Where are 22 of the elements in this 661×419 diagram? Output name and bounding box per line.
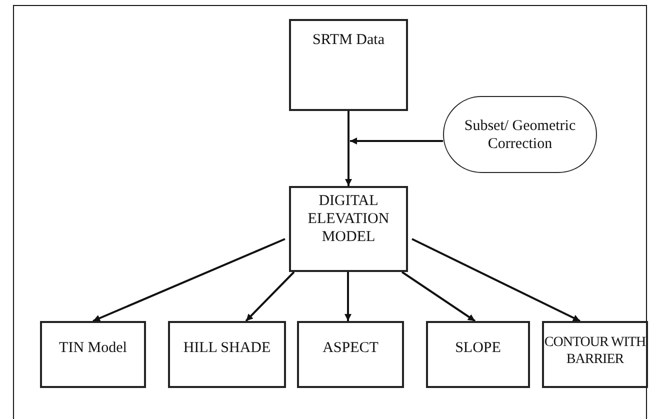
process-box	[297, 321, 404, 388]
process-box	[542, 321, 648, 388]
node-label: ASPECT	[322, 339, 378, 357]
node-label: Subset/ Geometric Correction	[463, 116, 577, 152]
node-label: DIGITAL ELEVATION MODEL	[306, 192, 390, 246]
arrow	[401, 271, 476, 322]
node-label: SRTM Data	[312, 31, 384, 49]
process-box	[168, 321, 286, 388]
process-box	[426, 321, 530, 388]
node-label: CONTOUR WITH BARRIER	[544, 335, 646, 369]
arrow	[245, 271, 295, 322]
process-box	[40, 321, 146, 388]
node-label: HILL SHADE	[183, 339, 271, 357]
process-box	[289, 19, 408, 111]
arrow	[350, 138, 443, 144]
node-label: TIN Model	[59, 339, 127, 357]
process-box	[289, 186, 408, 272]
arrow	[412, 238, 580, 322]
node-label: SLOPE	[455, 339, 501, 357]
arrow	[344, 272, 352, 321]
arrow	[345, 111, 352, 186]
arrow	[92, 238, 286, 322]
